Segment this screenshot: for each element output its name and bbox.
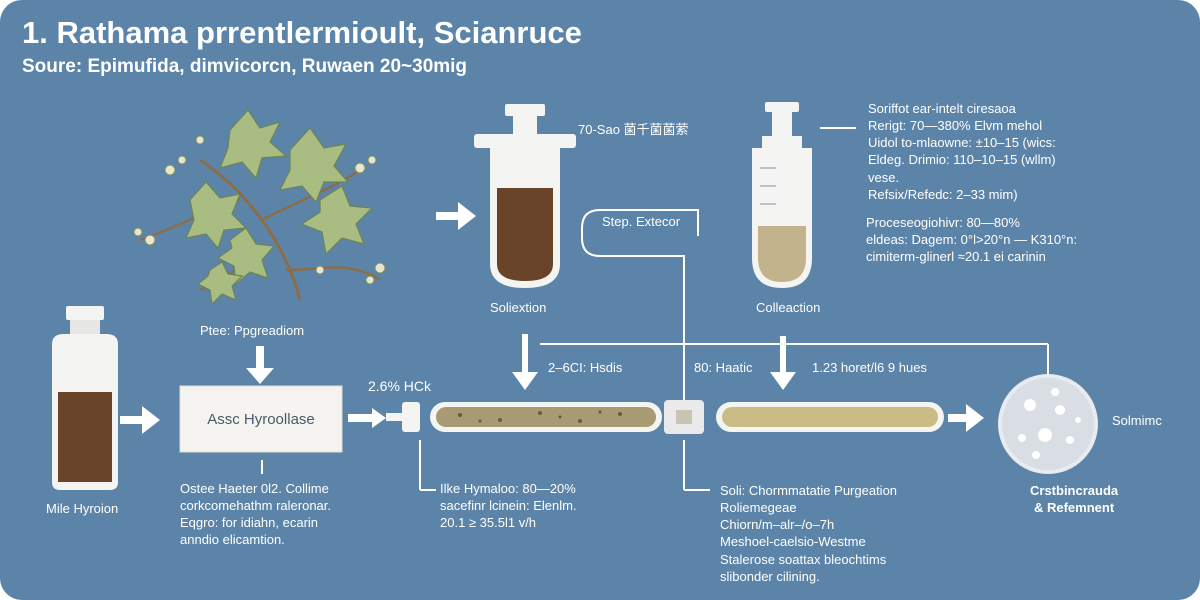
heate-label: 80: Haatic <box>694 360 753 375</box>
extract-top-label: 70-Sao 菌千菌菌萦 <box>578 122 689 137</box>
hydrolysis-notes: Ostee Haeter 0l2. Collime corkcomehathm … <box>180 480 331 549</box>
final-label: Crstbincrauda & Refemnent <box>1030 482 1118 516</box>
plant-icon <box>133 109 386 306</box>
collection-label: Colleaction <box>756 300 821 315</box>
note-line: Proceseogiohivr: 80—80% <box>866 215 1020 230</box>
hours-label: 1.23 horet/l6 9 hues <box>812 360 927 375</box>
crystal-icon <box>998 374 1098 474</box>
note-line: vese. <box>868 169 900 185</box>
syringe-icon <box>474 104 576 288</box>
note-line: Rerigt: 70—380% Elvm mehol <box>868 118 1043 134</box>
note-line: Meshoel-caelsio-Westme <box>720 534 866 550</box>
hsds-label: 2–6CI: Hsdis <box>548 360 623 375</box>
note-line: Chiorn/m–alr–/o–7h <box>720 517 835 533</box>
pretreat-label: Ptee: Ppgreadiom <box>200 323 305 338</box>
note-line: 20.1 ≥ 35.5l1 v/h <box>440 515 537 531</box>
note-line: Eqgro: for idiahn, ecarin <box>180 515 319 531</box>
diagram-title: 1. Rathama prrentlermioult, Scianruce <box>22 15 582 50</box>
acid-label: 2.6% HCk <box>368 378 432 394</box>
note-line: cimiterm-glinerl ≈20.1 ei carinin <box>866 249 1046 265</box>
hydrolysis-box <box>179 385 343 453</box>
final-label-line: & Refemnent <box>1033 500 1115 516</box>
note-line: Uidol to-mlaowne: ±10–15 (wics: <box>868 135 1056 151</box>
collection-notes: Soriffot ear-intelt ciresaoa Rerigt: 70—… <box>868 100 1056 203</box>
process-notes: Proceseogiohivr: 80—80% eldeas: Dagem: 0… <box>866 214 1077 265</box>
step-label: Step. Extecor <box>602 214 681 229</box>
purification-notes: Soli: Chormmatatie Purgeation Roliemegea… <box>720 482 897 585</box>
hydrolysis-conditions: Ilke Hymaloo: 80—20% sacefinr lcinein: E… <box>440 480 577 531</box>
solvent-label: Solmimc <box>1112 413 1162 428</box>
final-label-line: Crstbincrauda <box>1030 483 1119 498</box>
note-line: Roliemegeae <box>720 500 797 516</box>
note-line: anndio elicamtion. <box>180 532 285 548</box>
hydrolysis-box-label: Assc Hyroollase <box>207 410 315 428</box>
note-line: corkcomehathm raleronar. <box>180 498 332 514</box>
note-line: Soli: Chormmatatie Purgeation <box>720 483 898 498</box>
column-tube-icon <box>752 102 812 288</box>
note-line: Eldeg. Drimio: 110–10–15 (wllm) <box>868 152 1056 168</box>
bottle-icon <box>52 306 118 490</box>
note-line: Ostee Haeter 0l2. Collime <box>180 481 329 496</box>
note-line: slibonder cilining. <box>720 568 820 584</box>
note-line: Ilke Hymaloo: 80—20% <box>440 481 576 496</box>
column-tube-icon <box>386 400 944 434</box>
note-line: sacefinr lcinein: Elenlm. <box>440 498 577 514</box>
raw-bottle-label: Mile Hyroion <box>46 501 119 516</box>
extraction-label: Soliextion <box>490 300 547 315</box>
note-line: Refsix/Refedc: 2–33 mim) <box>868 186 1018 202</box>
diagram-subtitle: Soure: Epimufida, dimvicorcn, Ruwaen 20~… <box>22 56 468 77</box>
note-line: Soriffot ear-intelt ciresaoa <box>868 101 1016 116</box>
note-line: eldeas: Dagem: 0°l>20°n — K310°n: <box>866 232 1078 248</box>
note-line: Stalerose soattax bleochtims <box>720 551 887 567</box>
